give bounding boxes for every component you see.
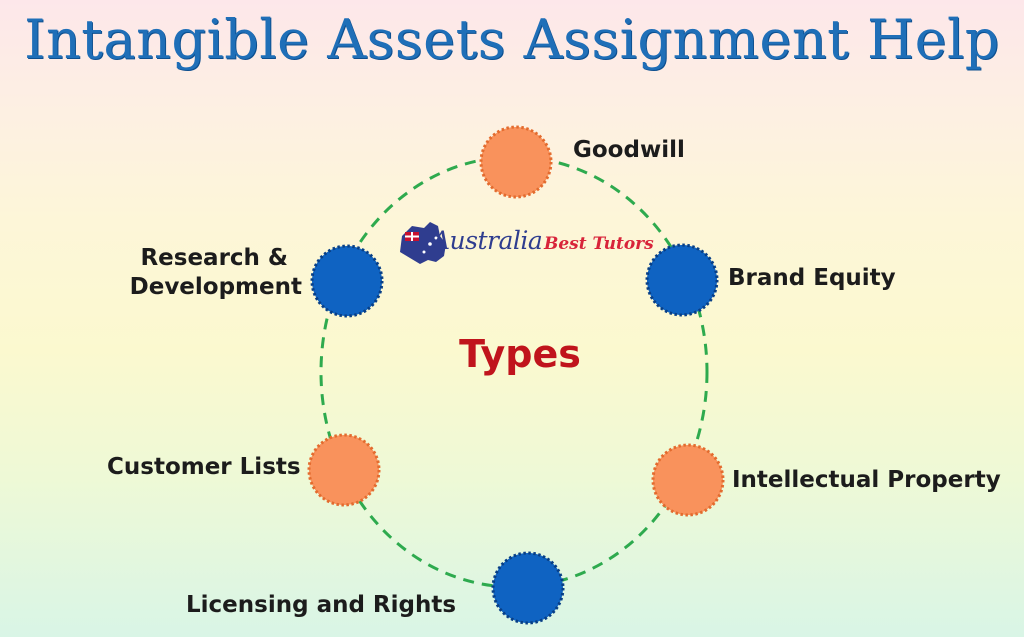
page-title: Intangible Assets Assignment Help (24, 8, 1000, 71)
logo: Australia Best Tutors (396, 220, 654, 270)
dashed-ring (319, 155, 709, 589)
label-goodwill: Goodwill (573, 137, 685, 163)
node-brand-equity (645, 243, 719, 317)
node-customer-lists (307, 433, 381, 507)
logo-main-text: Australia (432, 226, 543, 255)
logo-sub-text: Best Tutors (544, 234, 654, 254)
center-label: Types (459, 332, 581, 376)
node-intellectual-property (651, 443, 725, 517)
label-customer-lists: Customer Lists (107, 454, 301, 480)
label-intellectual-property: Intellectual Property (732, 467, 1001, 493)
node-licensing-and-rights (491, 551, 565, 625)
australia-map-icon (400, 222, 446, 264)
label-brand-equity: Brand Equity (728, 265, 896, 291)
node-goodwill (479, 125, 553, 199)
label-research-development: Research & Development (124, 244, 302, 302)
label-licensing-and-rights: Licensing and Rights (186, 592, 457, 618)
node-research-development (310, 244, 384, 318)
label-research-line1: Research & (140, 245, 288, 271)
label-research-line2: Development (129, 273, 302, 300)
